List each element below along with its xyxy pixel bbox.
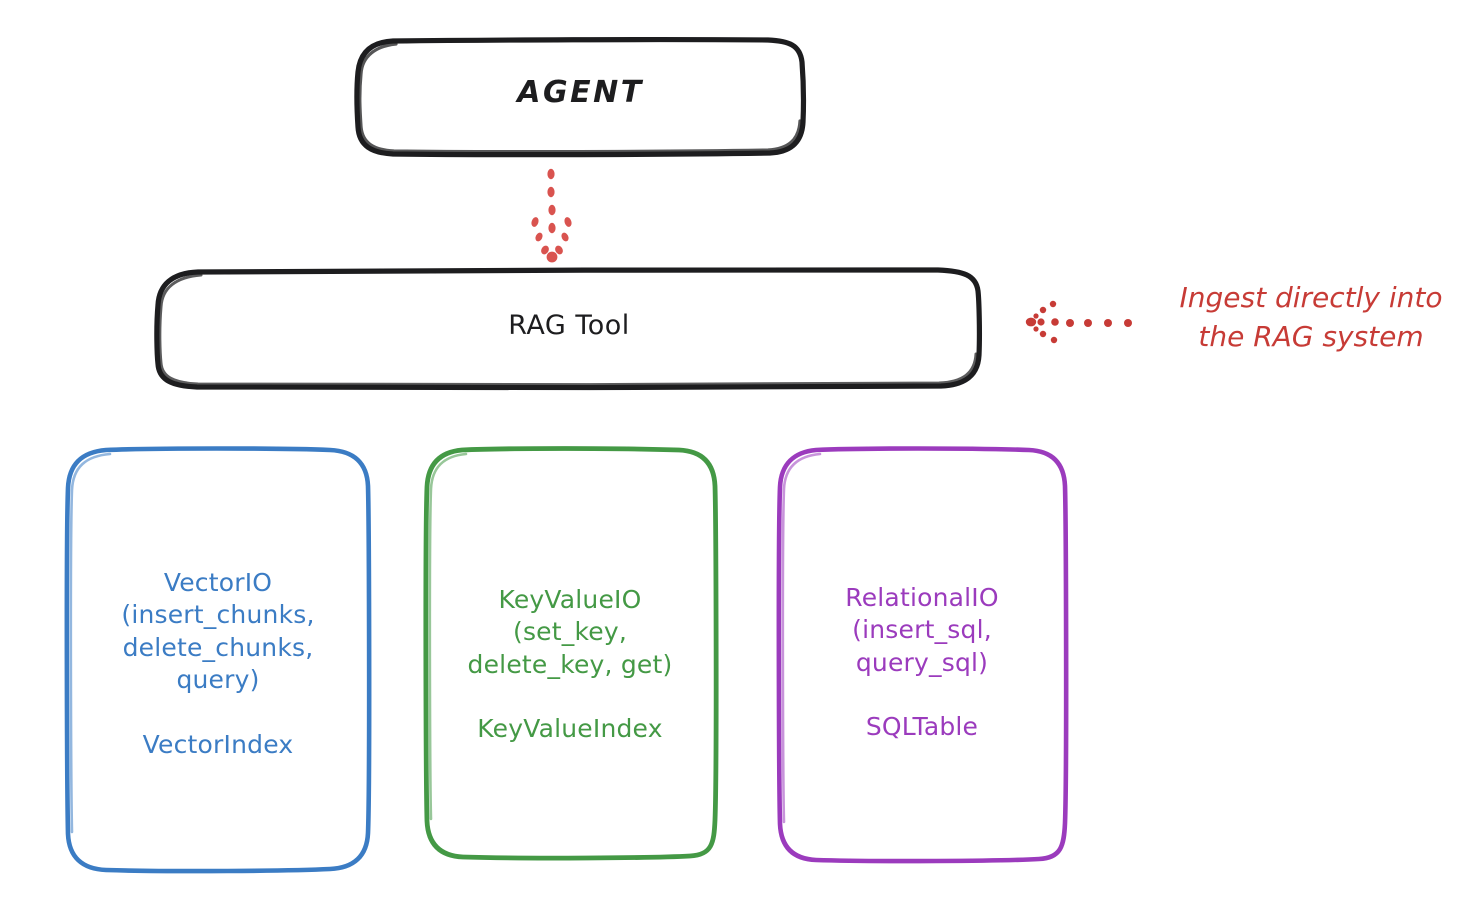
key-value-io-box-outline [423, 446, 719, 861]
agent-box-outline [354, 36, 807, 158]
ingest-annotation-arrow [1025, 300, 1132, 344]
relational-io-box-outline [776, 446, 1069, 864]
agent-to-rag-arrow [531, 168, 572, 263]
rag-tool-box-outline [154, 267, 983, 391]
vector-io-box-outline [64, 446, 372, 874]
